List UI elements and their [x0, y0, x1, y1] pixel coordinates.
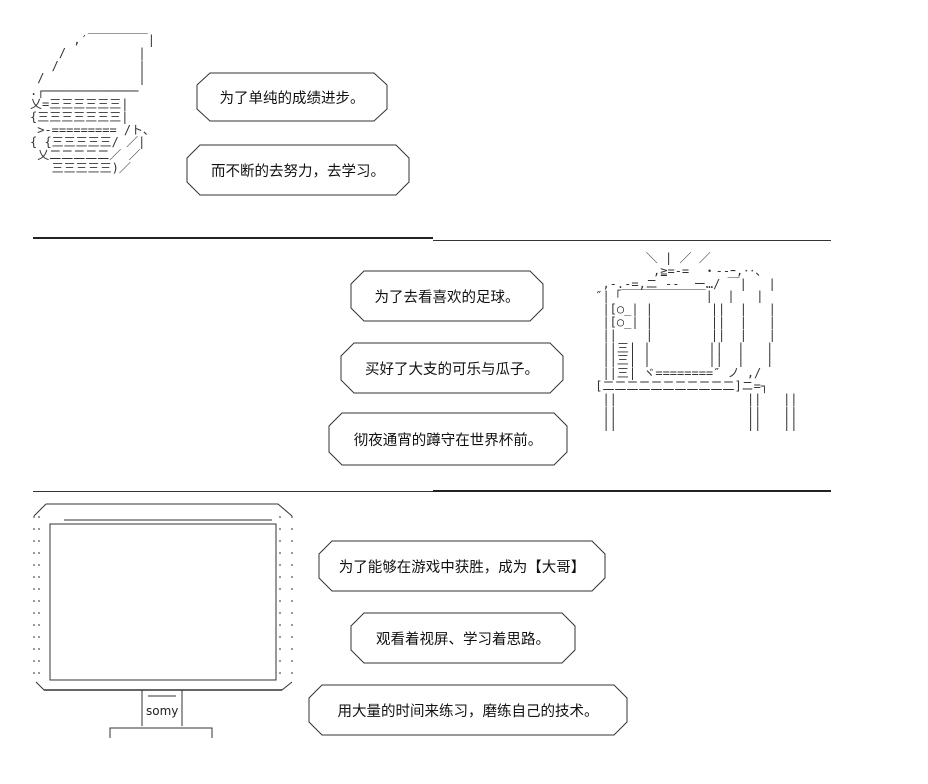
- monitor-brand-label: somy: [146, 704, 179, 718]
- bubble-text: 用大量的时间来练习，磨练自己的技术。: [337, 703, 599, 720]
- speech-bubble: 为了能够在游戏中获胜，成为【大哥】: [318, 540, 606, 592]
- bubble-text: 为了单纯的成绩进步。: [219, 90, 365, 107]
- bubble-outline: [340, 342, 564, 394]
- bubble-text: 观看着视屏、学习着思路。: [376, 631, 550, 648]
- panel-divider: [433, 240, 831, 241]
- monitor-art: somy: [30, 500, 300, 740]
- panel-divider: [433, 490, 831, 492]
- bubble-outline: [186, 144, 410, 196]
- bubble-text: 买好了大支的可乐与瓜子。: [365, 361, 539, 378]
- speech-bubble: 彻夜通宵的蹲守在世界杯前。: [328, 412, 568, 466]
- bubble-outline: [308, 684, 628, 736]
- speech-bubble: 为了去看喜欢的足球。: [350, 270, 544, 322]
- panel-divider: [33, 491, 433, 492]
- bubble-outline: [350, 612, 576, 664]
- bubble-outline: [350, 270, 544, 322]
- bubble-outline: [196, 72, 388, 122]
- bubble-text: 为了去看喜欢的足球。: [374, 289, 520, 306]
- speech-bubble: 观看着视屏、学习着思路。: [350, 612, 576, 664]
- bubble-text: 彻夜通宵的蹲守在世界杯前。: [353, 432, 543, 449]
- panel-divider: [33, 237, 433, 239]
- speech-bubble: 而不断的去努力，去学习。: [186, 144, 410, 196]
- bubble-text: 而不断的去努力，去学习。: [211, 163, 385, 180]
- speech-bubble: 为了单纯的成绩进步。: [196, 72, 388, 122]
- monitor-outline: [33, 503, 293, 738]
- books-stack-art: ,′￣￣￣￣￣| / | / | / | .┌───────────── 乂=三…: [30, 33, 156, 175]
- speech-bubble: 用大量的时间来练习，磨练自己的技术。: [308, 684, 628, 736]
- speech-bubble: 买好了大支的可乐与瓜子。: [340, 342, 564, 394]
- bubble-outline: [328, 412, 568, 466]
- bubble-text: 为了能够在游戏中获胜，成为【大哥】: [338, 559, 586, 576]
- tv-stand-art: ＼ | ／ ／ ,≧=-= ・--ｰ,‥、 ,-.-=,ニ -- ー…/ ￣| …: [595, 251, 798, 432]
- bubble-outline: [318, 540, 606, 592]
